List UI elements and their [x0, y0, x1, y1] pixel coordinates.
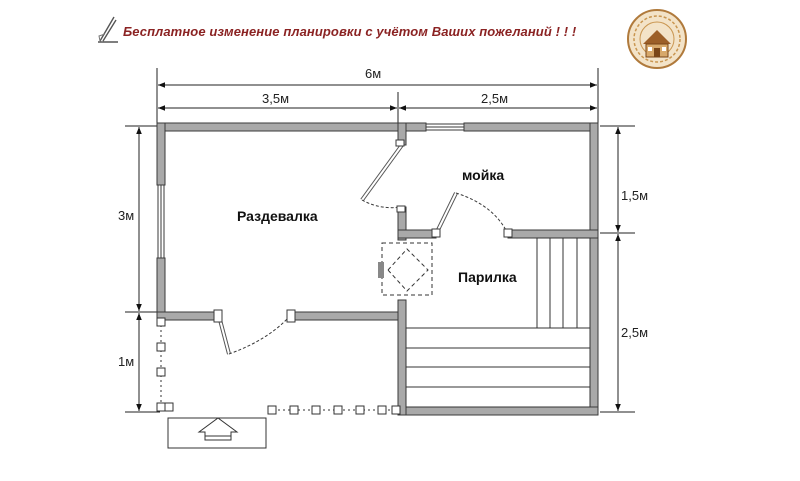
dim-total-width: 6м [365, 66, 381, 81]
dim-left-height-main: 3м [118, 208, 134, 223]
house-logo-icon [627, 9, 687, 69]
room-label-steam-room: Парилка [458, 269, 517, 285]
room-label-washroom: мойка [462, 167, 504, 183]
header-slogan: Бесплатное изменение планировки с учётом… [123, 24, 577, 39]
dim-left-height-porch: 1м [118, 354, 134, 369]
dimension-lines [125, 68, 635, 413]
dim-left-width: 3,5м [262, 91, 289, 106]
entrance-steps [167, 417, 267, 449]
benches [405, 237, 591, 408]
header: Бесплатное изменение планировки с учётом… [0, 0, 800, 69]
porch-railing [156, 317, 401, 415]
pen-icon [98, 16, 118, 43]
doors [213, 139, 513, 355]
dim-right-height-top: 1,5м [621, 188, 648, 203]
dim-right-width: 2,5м [481, 91, 508, 106]
stove [378, 242, 433, 296]
windows [157, 123, 465, 259]
room-label-changing-room: Раздевалка [237, 208, 318, 224]
dim-right-height-bottom: 2,5м [621, 325, 648, 340]
